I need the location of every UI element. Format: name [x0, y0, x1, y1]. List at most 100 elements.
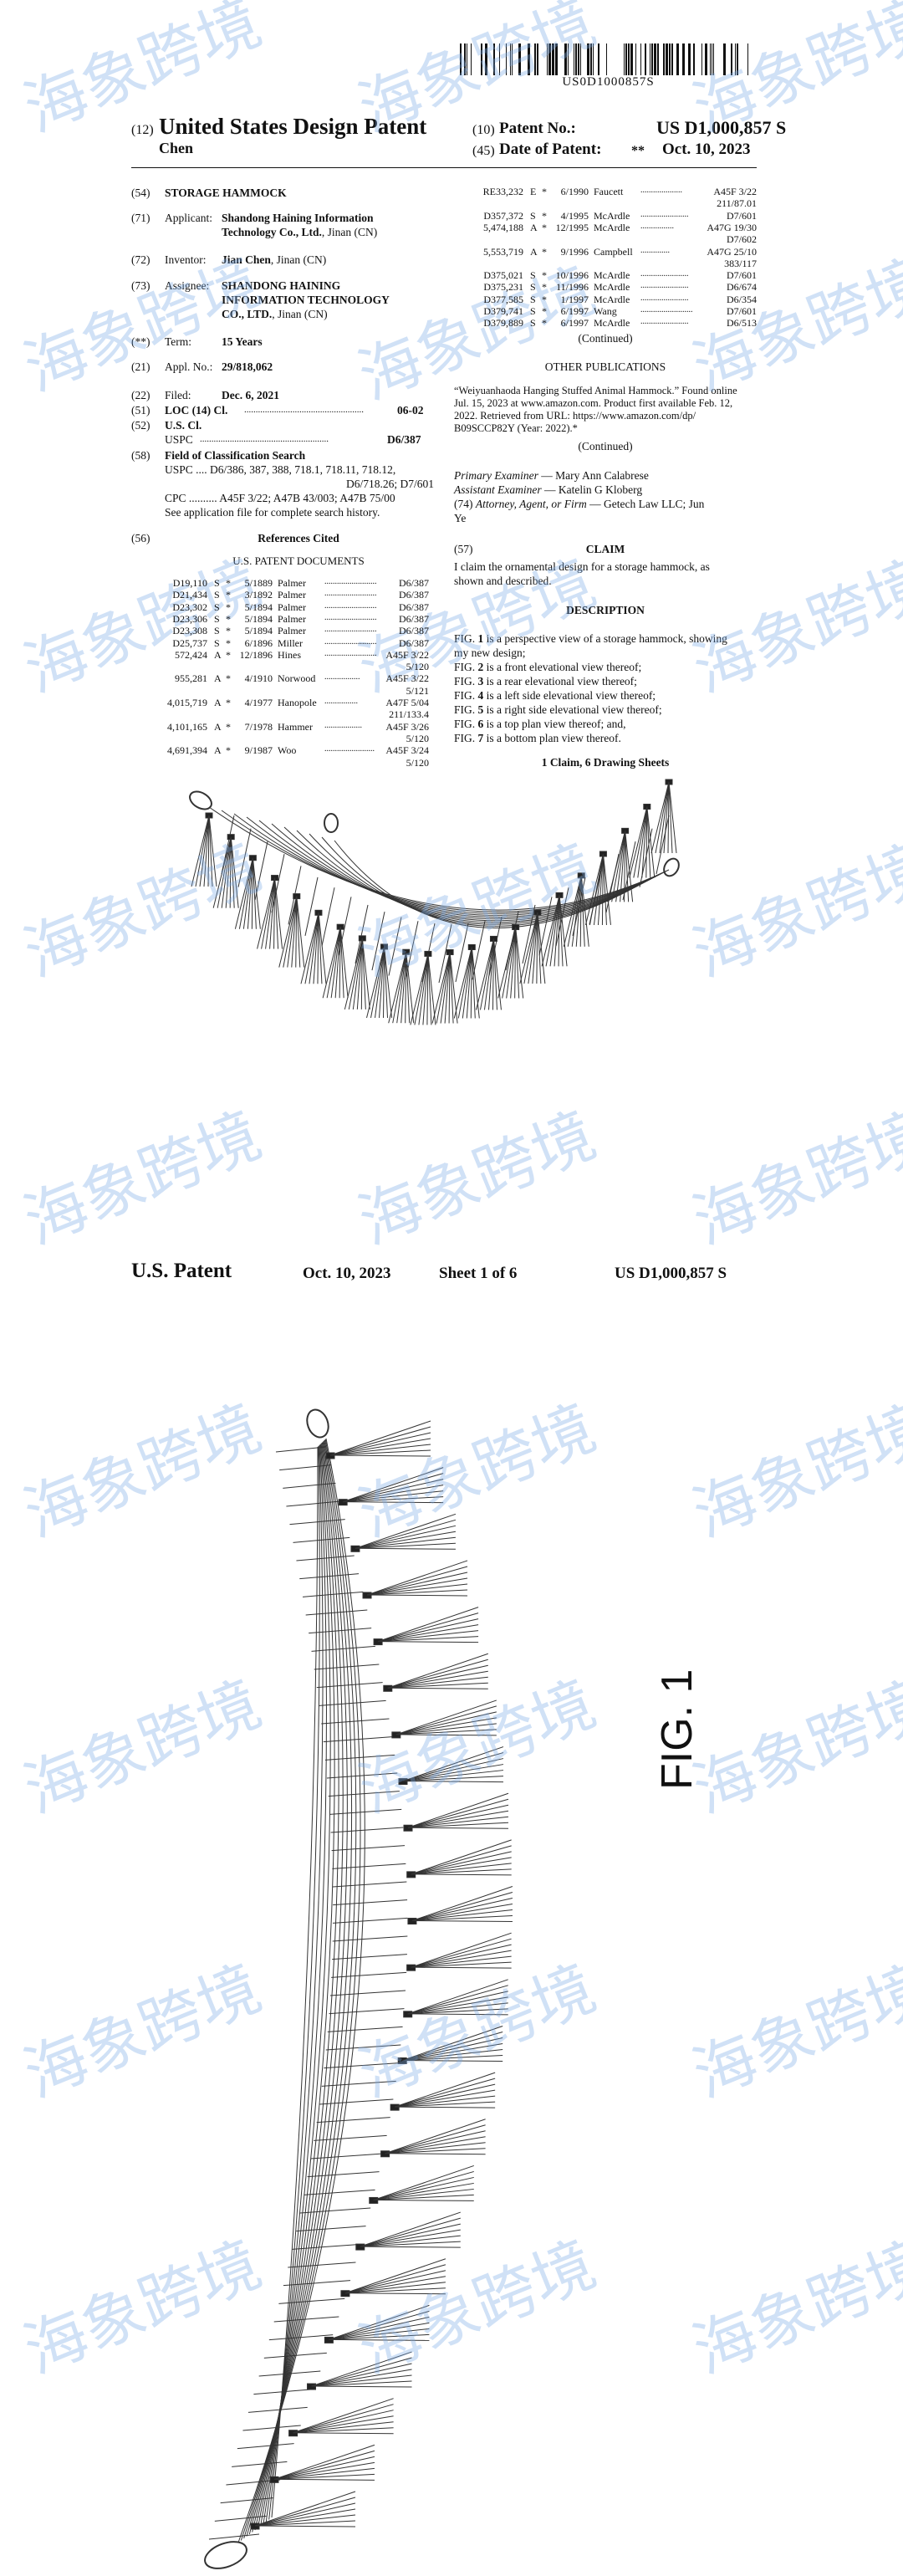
fig1-tassel-strand — [360, 2211, 461, 2247]
tassel-strand — [602, 853, 607, 926]
watermark: 海象跨境 — [14, 1099, 271, 1259]
fig1-cross — [326, 1772, 398, 1779]
net-strand — [283, 826, 655, 922]
net-cross — [271, 853, 285, 913]
fig1-tassel-strand — [329, 1449, 431, 1456]
ref-cell: D7/601 — [727, 209, 757, 222]
ref-cell: Hanopole — [278, 697, 317, 708]
ref-cell: D7/601 — [727, 269, 757, 282]
barcode-bar — [580, 43, 581, 75]
fig1-tassel-strand — [329, 1420, 431, 1456]
net-cross — [254, 841, 268, 901]
tassel-strand — [257, 877, 276, 949]
ref-cell: 5/120 — [406, 732, 429, 744]
tassel-strand — [659, 781, 670, 854]
other-publications-heading: OTHER PUBLICATIONS — [544, 360, 666, 373]
ref-cell: S — [214, 625, 220, 637]
ref-cell: ................ — [640, 221, 674, 231]
tassel-strand — [296, 896, 305, 968]
watermark: 海象跨境 — [683, 831, 903, 991]
fig1-tassel-strand — [402, 1770, 504, 1782]
ref-cell: D379,889 — [483, 317, 523, 330]
tassel-strand — [523, 912, 538, 984]
barcode-bar — [735, 43, 736, 75]
ref-cell: 211/87.01 — [717, 197, 757, 210]
fig1-cross — [316, 2117, 390, 2124]
tassel-strand — [191, 815, 210, 887]
tassel-strand — [471, 947, 480, 1019]
tassel-strand — [589, 853, 604, 926]
fig1-cross — [293, 1536, 350, 1543]
tassel-strand — [339, 927, 344, 999]
fig1-cross — [273, 2316, 339, 2323]
tassel-strand — [304, 912, 319, 984]
tassel-strand — [247, 857, 253, 929]
tassel-strand — [625, 831, 634, 902]
tassel-strand — [300, 912, 319, 984]
ref-cell: * — [542, 209, 547, 222]
tassel-strand — [475, 938, 494, 1010]
fig1-tassel-strand — [402, 1776, 504, 1782]
field-term: (**) Term: 15 Years — [131, 335, 263, 348]
fig1-cross — [330, 1827, 404, 1833]
tassel-strand — [317, 912, 319, 984]
barcode-bar — [663, 43, 665, 75]
tassel-strand — [440, 952, 451, 1024]
field-57: (57) CLAIM — [454, 542, 757, 556]
barcode-bar — [737, 43, 738, 75]
fig1-cross — [329, 1990, 406, 1996]
ref-cell: D23,302 — [172, 601, 207, 613]
ref-cell: Campbell — [594, 245, 633, 258]
tassel-strand — [487, 938, 494, 1010]
description-line: my new design; — [454, 647, 526, 659]
fig1-cross — [319, 1699, 386, 1706]
fig1-tassel-strand — [407, 1822, 509, 1828]
ref-cell: McArdle — [594, 293, 630, 305]
ref-cell: Woo — [278, 744, 297, 757]
fig1-tassel-strand — [355, 1542, 456, 1549]
tassel-strand — [238, 857, 253, 929]
ref-cell: ........................ — [324, 744, 375, 754]
fig1-cross — [328, 1791, 400, 1797]
fig1-tassel-strand — [402, 2054, 503, 2061]
tassel-strand — [427, 953, 436, 1025]
fig1-tassel-strand — [373, 2170, 474, 2200]
fig1-cross — [237, 2443, 294, 2450]
field-51: (51) LOC (14) Cl. ......................… — [131, 404, 424, 417]
fig1-cross — [329, 2008, 405, 2015]
fig1-tassel-strand — [360, 2217, 461, 2247]
ref-cell: D6/387 — [399, 625, 429, 637]
tassel-strand — [580, 875, 585, 947]
tassel-strand — [208, 815, 217, 887]
tassel-strand — [344, 938, 363, 1010]
fig1-tassel-strand — [311, 2385, 412, 2388]
ref-cell: A45F 3/22 — [385, 648, 429, 661]
tassel-strand — [625, 831, 630, 902]
us-patent-documents-heading: U.S. PATENT DOCUMENTS — [232, 555, 365, 567]
ref-cell: 6/1896 — [244, 636, 273, 649]
tassel-strand — [615, 831, 626, 902]
net-strand — [309, 833, 650, 925]
fig1-cross — [324, 2062, 399, 2069]
tassel-strand — [361, 938, 370, 1009]
ring-left — [189, 790, 212, 810]
tassel-strand — [296, 896, 301, 968]
tassel-strand — [406, 952, 411, 1024]
fig1-cross — [296, 1555, 355, 1561]
ref-cell: Palmer — [278, 577, 306, 589]
sheet-patent-number: US D1,000,857 S — [615, 1265, 727, 1282]
ref-cell: * — [226, 612, 231, 625]
tassel-strand — [646, 806, 656, 878]
barcode-bar — [606, 43, 607, 75]
tassel-strand — [457, 947, 472, 1019]
tassel-strand — [309, 912, 319, 984]
fig1-tassel-strand — [366, 1577, 468, 1596]
ref-cell: D375,231 — [483, 281, 523, 294]
fig1-tassel-strand — [407, 1979, 508, 2015]
barcode-bar — [747, 43, 748, 75]
field-56: (56) References Cited U.S. PATENT DOCUME… — [131, 531, 432, 567]
ref-cell: 5/1889 — [244, 577, 273, 589]
code-12: (12) — [131, 123, 154, 137]
barcode-bar — [624, 43, 625, 75]
ref-cell: .................. — [324, 720, 362, 730]
